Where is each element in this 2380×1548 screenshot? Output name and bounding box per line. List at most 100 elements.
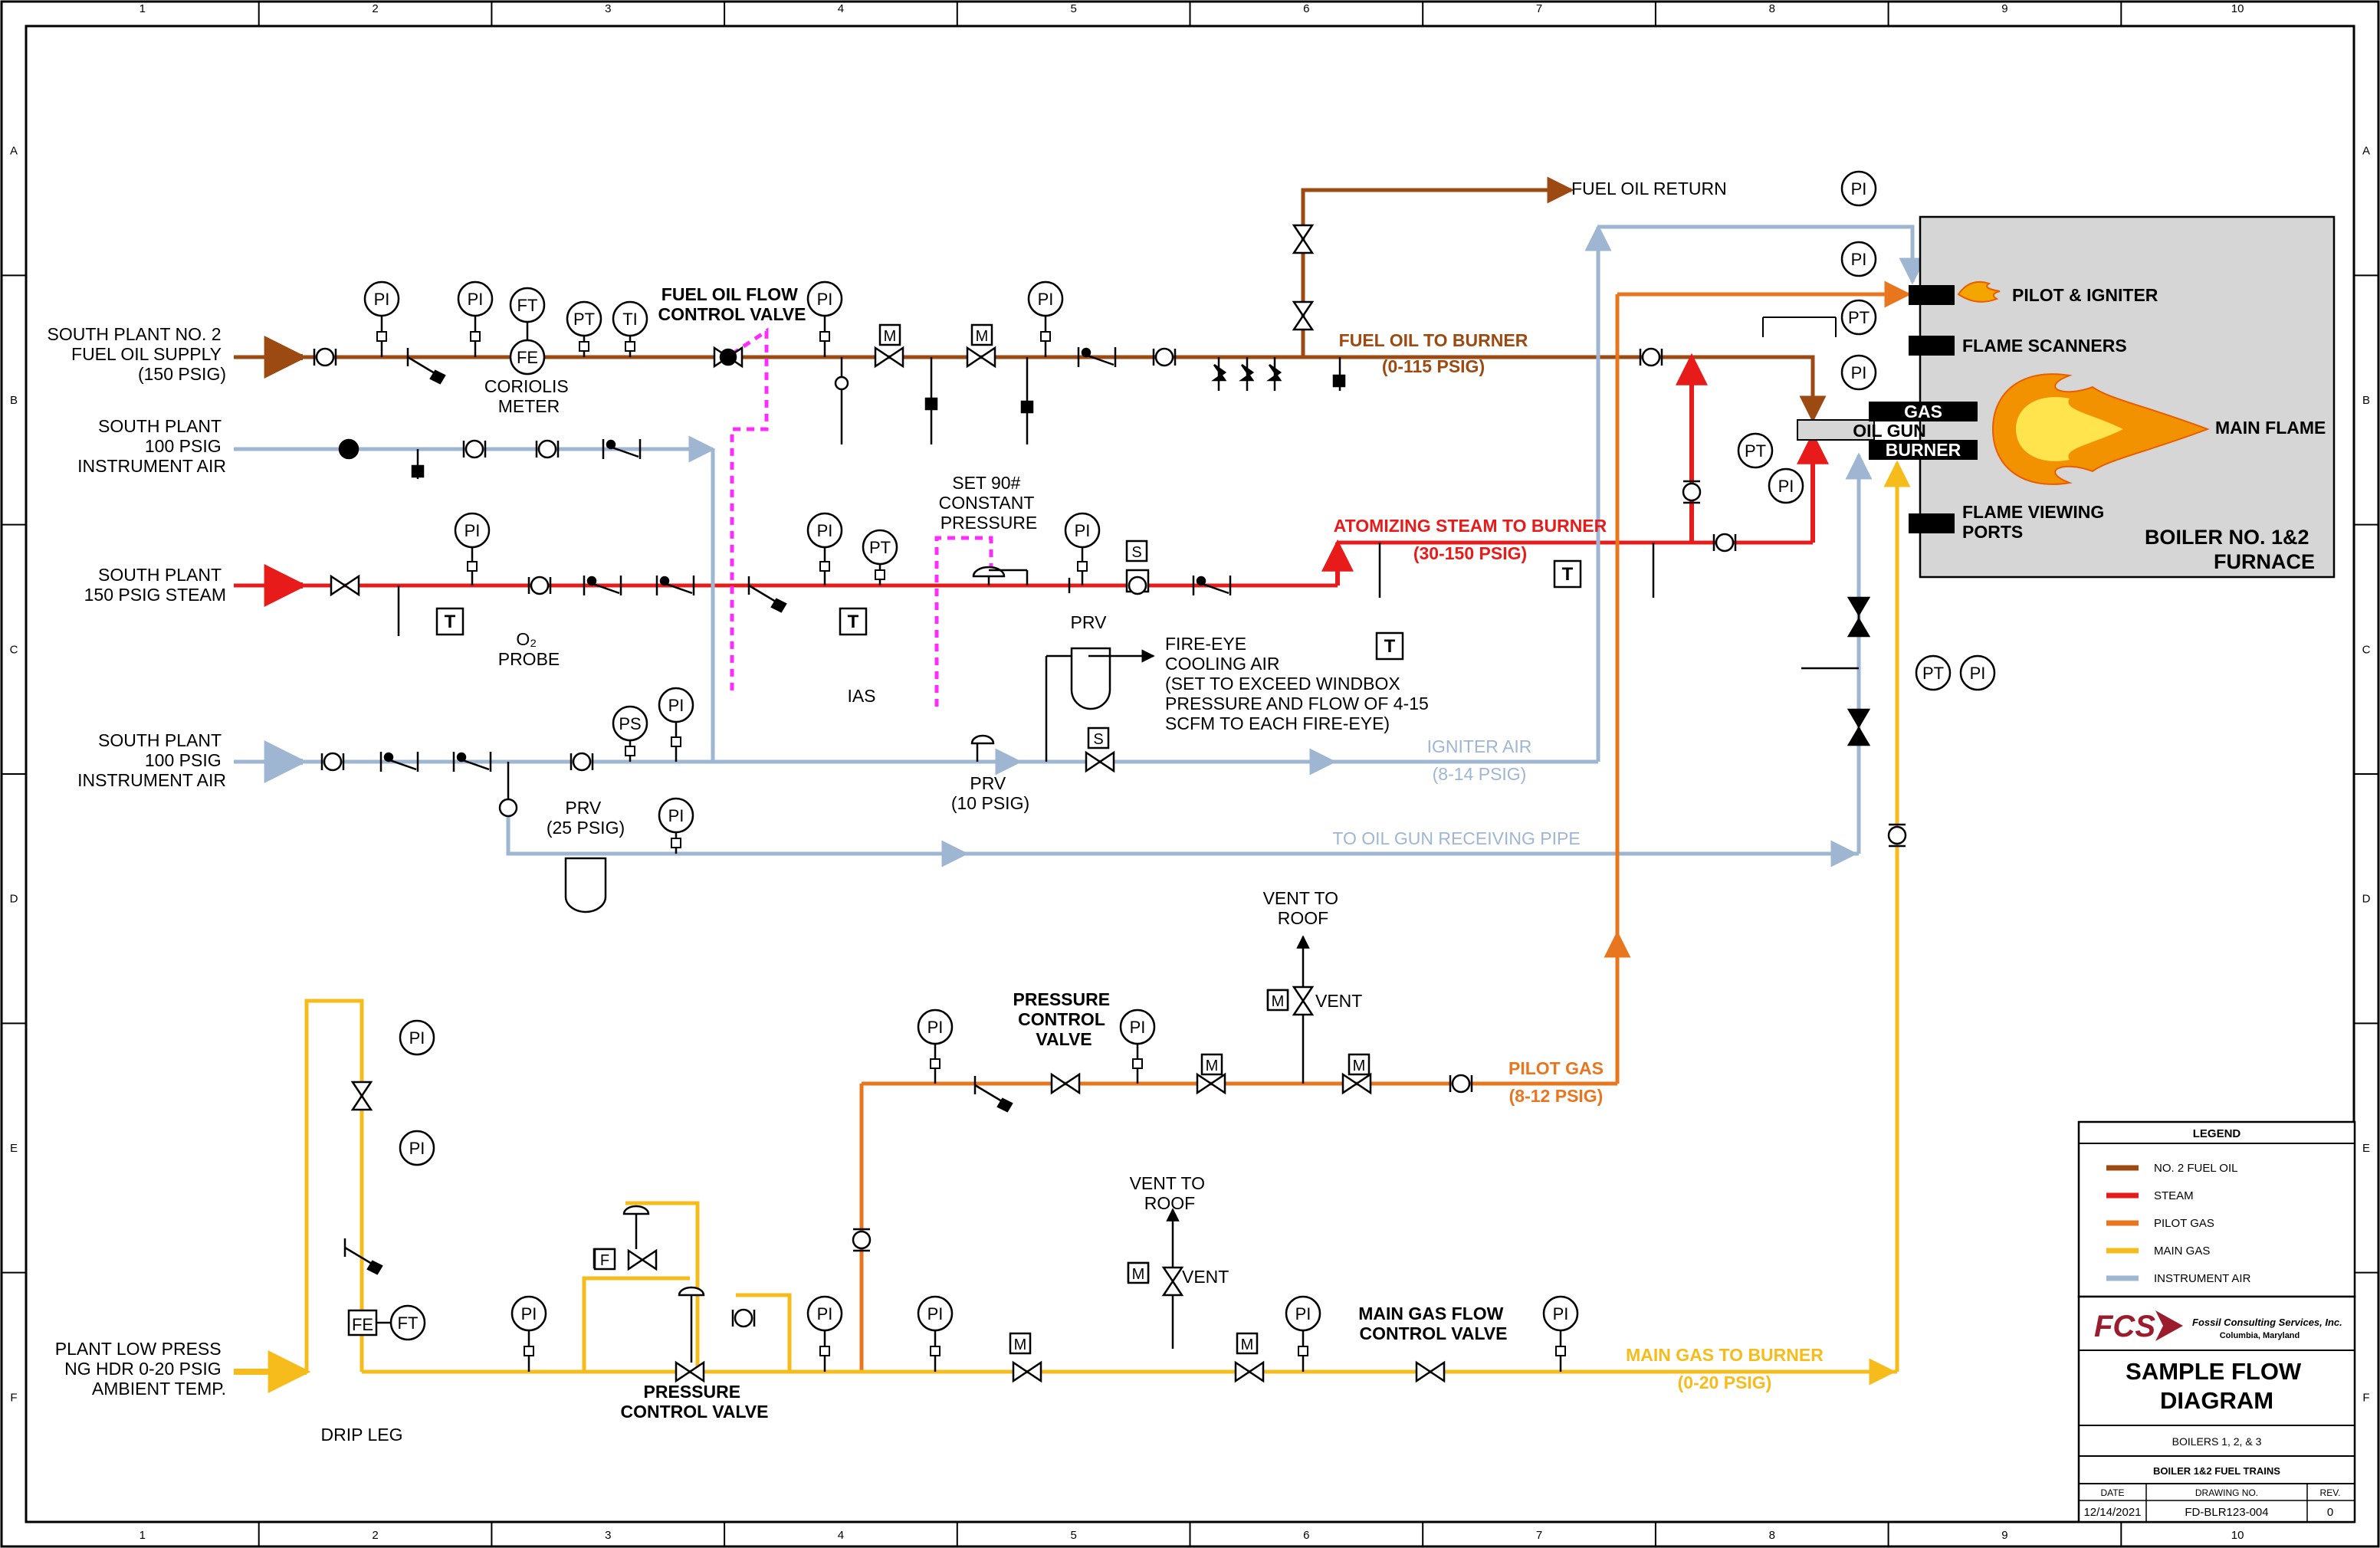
t-tag-box: T	[1375, 631, 1404, 661]
fuel-oil-to-burner-label: FUEL OIL TO BURNER	[1339, 330, 1528, 350]
svg-text:PLANT LOW PRESS NG HDR 0: PLANT LOW PRESS NG HDR 0-20 PSIG AMBIENT…	[55, 1339, 226, 1399]
svg-text:NO. 2 FUEL OIL: NO. 2 FUEL OIL	[2154, 1162, 2237, 1175]
drip-leg-label: DRIP LEG	[321, 1425, 403, 1445]
svg-text:PI: PI	[817, 521, 833, 540]
main-gas-cv-line2: CONTROL VALVE	[1360, 1323, 1508, 1343]
svg-text:PI: PI	[1075, 521, 1091, 540]
vent-bottom-label: VENT	[1182, 1267, 1229, 1287]
gas-label: GAS	[1904, 402, 1942, 421]
svg-text:FLAME VIEWING PORTS: FLAME VIEWING PORTS	[1962, 502, 2109, 542]
svg-text:CORIOLIS METER: CORIOLIS METER	[484, 376, 573, 416]
grid-column-label: 3	[605, 2, 611, 15]
ft-instrument-bubble: FT	[389, 1304, 426, 1341]
grid-row-label: C	[10, 643, 18, 656]
grid-column-label: 10	[2231, 2, 2244, 15]
prv25-line2: (25 PSIG)	[547, 818, 625, 838]
grid-column-label: 10	[2231, 1529, 2244, 1542]
coriolis-line1: CORIOLIS	[484, 376, 569, 396]
m-tag-box: M	[1009, 1332, 1032, 1355]
pi-instrument-bubble: PI	[399, 1019, 435, 1056]
main-gas-to-burner-label: MAIN GAS TO BURNER	[1626, 1345, 1824, 1365]
svg-text:PS: PS	[619, 714, 641, 733]
prv10-line1: PRV	[970, 773, 1006, 793]
svg-text:PI: PI	[1130, 1018, 1146, 1037]
svg-text:PI: PI	[521, 1304, 537, 1323]
m-tag-box: M	[1348, 1053, 1371, 1076]
fuel-oil-to-burner-range: (0-115 PSIG)	[1382, 356, 1485, 376]
date-header: DATE	[2100, 1487, 2124, 1498]
svg-text:M: M	[884, 328, 897, 345]
air-bottom-source-line2: 100 PSIG	[145, 750, 222, 770]
grid-column-label: 8	[1769, 1529, 1775, 1542]
furnace: PILOT & IGNITER FLAME SCANNERS GAS OIL G…	[1797, 215, 2336, 579]
svg-text:PI: PI	[465, 521, 481, 540]
m-tag-box: M	[1200, 1053, 1223, 1076]
grid-row-label: A	[2362, 145, 2370, 158]
gas-source-line3: AMBIENT TEMP.	[92, 1379, 226, 1399]
m-tag-box: M	[878, 323, 901, 346]
flame-viewing-line2: PORTS	[1962, 522, 2023, 542]
pcv-bottom-line1: PRESSURE	[644, 1382, 741, 1402]
svg-text:FUEL OIL FLOW CONTROL VA: FUEL OIL FLOW CONTROL VALVE	[658, 284, 806, 324]
svg-text:PRESSURE CONTROL VALVE: PRESSURE CONTROL VALVE	[621, 1382, 769, 1422]
grid-row-label: A	[10, 145, 18, 158]
svg-text:PI: PI	[1553, 1304, 1569, 1323]
m-tag-box: M	[970, 323, 993, 346]
ias-label: IAS	[847, 686, 875, 706]
pi-instrument-bubble: PI	[806, 280, 843, 357]
pi-instrument-bubble: PI	[399, 1130, 435, 1166]
grid-column-label: 9	[2001, 2, 2007, 15]
fuel-oil-return-label: FUEL OIL RETURN	[1571, 179, 1727, 198]
svg-text:FT: FT	[398, 1314, 419, 1333]
atomizing-steam-label: ATOMIZING STEAM TO BURNER	[1334, 516, 1607, 536]
svg-text:O₂ PROBE: O₂ PROBE	[498, 629, 560, 669]
svg-text:M: M	[1241, 1336, 1254, 1353]
prv10-line2: (10 PSIG)	[951, 793, 1029, 813]
title-line1: SAMPLE FLOW	[2126, 1358, 2302, 1385]
svg-text:T: T	[848, 612, 859, 632]
steam-source-line2: 150 PSIG STEAM	[84, 585, 226, 605]
title-block: FCS Fossil Consulting Services, Inc. Col…	[2077, 1295, 2356, 1523]
o2-probe-line1: O₂	[516, 629, 537, 649]
svg-text:PI: PI	[1851, 179, 1867, 198]
vent-roof-top-line1: VENT TO	[1263, 888, 1338, 908]
igniter-air-label: IGNITER AIR	[1427, 736, 1532, 756]
svg-text:M: M	[1132, 1266, 1145, 1283]
pi-instrument-bubble: PI	[1768, 467, 1804, 504]
vent-roof-top-line2: ROOF	[1278, 908, 1328, 928]
flame-viewing-line1: FLAME VIEWING	[1962, 502, 2104, 522]
pi-instrument-bubble: PI	[363, 280, 400, 357]
prv-fireeye-label: PRV	[1071, 612, 1108, 632]
fuel-oil-source-line1: SOUTH PLANT NO. 2	[48, 324, 222, 344]
svg-text:M: M	[1272, 993, 1285, 1010]
fuel-oil-cv-line1: FUEL OIL FLOW	[661, 284, 798, 304]
grid-column-label: 7	[1536, 2, 1542, 15]
burner-label: BURNER	[1886, 440, 1961, 460]
pi-instrument-bubble: PI	[1027, 280, 1064, 357]
pilot-gas-range: (8-12 PSIG)	[1509, 1086, 1604, 1106]
pt-instrument-bubble: PT	[1915, 654, 1952, 691]
legend-item: MAIN GAS	[2106, 1245, 2210, 1258]
pi-instrument-bubble: PI	[510, 1295, 547, 1372]
source-labels: SOUTH PLANT NO. 2 FUEL OIL SUPPLY (150 P…	[48, 324, 226, 1399]
boiler-name-line2: FURNACE	[2214, 550, 2315, 573]
svg-text:PILOT GAS: PILOT GAS	[2154, 1217, 2214, 1230]
svg-text:PI: PI	[817, 290, 833, 309]
svg-text:PI: PI	[1038, 290, 1054, 309]
svg-text:PI: PI	[817, 1304, 833, 1323]
set90-line3: PRESSURE	[941, 513, 1038, 533]
legend-item: INSTRUMENT AIR	[2106, 1272, 2251, 1285]
o2-probe-line2: PROBE	[498, 649, 560, 669]
svg-text:SOUTH PLANT 100 PSIG: SOUTH PLANT 100 PSIG INSTRUMENT AIR	[77, 730, 226, 790]
drawing-header: DRAWING NO.	[2195, 1487, 2258, 1498]
svg-text:PI: PI	[1295, 1304, 1311, 1323]
gas-source-line1: PLANT LOW PRESS	[55, 1339, 222, 1359]
fuel-oil-source-line3: (150 PSIG)	[138, 364, 226, 384]
t-tag-box: T	[435, 607, 465, 636]
grid-column-label: 7	[1536, 1529, 1542, 1542]
ft-instrument-bubble: FT	[509, 287, 546, 323]
